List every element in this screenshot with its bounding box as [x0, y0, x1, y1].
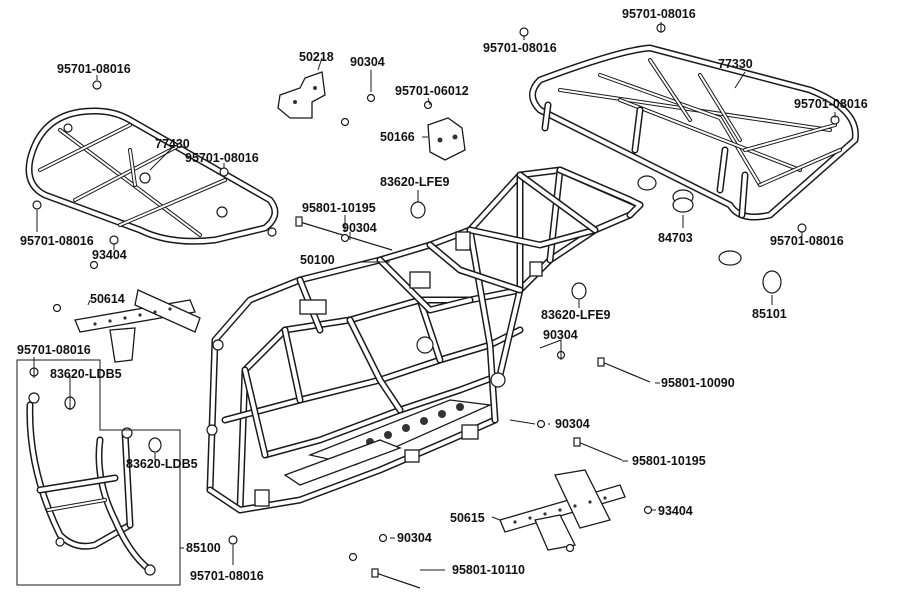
label-85101: 85101: [752, 307, 787, 321]
footrest-bracket-left: [74, 289, 201, 363]
front-bumper: [26, 392, 156, 576]
label-95701-08016-front-bottom: 95701-08016: [190, 569, 264, 583]
front-carrier-rack: [25, 107, 279, 245]
bolt-95801-10195-right: [573, 437, 623, 461]
label-95701-08016-left: 95701-08016: [17, 343, 91, 357]
label-93404-right: 93404: [658, 504, 693, 518]
label-95701-08016-front-mid: 95701-08016: [185, 151, 259, 165]
bolt-95801-10110: [371, 568, 421, 589]
bumper-callout-frame: [16, 359, 181, 586]
label-77430: 77430: [155, 137, 190, 151]
label-95701-08016-front-left: 95701-08016: [20, 234, 94, 248]
label-83620-ldb5-right: 83620-LDB5: [126, 457, 198, 471]
label-85100: 85100: [186, 541, 221, 555]
label-95701-08016-rear-bottom: 95701-08016: [770, 234, 844, 248]
label-90304-top: 90304: [350, 55, 385, 69]
label-95701-08016-top-left: 95701-08016: [57, 62, 131, 76]
label-95701-06012: 95701-06012: [395, 84, 469, 98]
label-90304-bottom: 90304: [397, 531, 432, 545]
main-frame: [206, 166, 644, 514]
bracket-50166: [427, 117, 466, 161]
label-95801-10090: 95801-10090: [661, 376, 735, 390]
label-50166: 50166: [380, 130, 415, 144]
clamp-83620-ldb5-right: [148, 437, 162, 453]
label-77330: 77330: [718, 57, 753, 71]
bracket-50218: [277, 71, 326, 119]
label-50615: 50615: [450, 511, 485, 525]
bushing-85101: [718, 250, 782, 294]
label-95801-10195-right: 95801-10195: [632, 454, 706, 468]
rear-carrier-rack: [529, 44, 859, 221]
fasteners: [29, 23, 807, 562]
label-95701-08016-rear-top2: 95701-08016: [483, 41, 557, 55]
clamp-83620-lfe9-right: [571, 282, 587, 300]
label-50218: 50218: [299, 50, 334, 64]
label-95801-10195-top: 95801-10195: [302, 201, 376, 215]
bushing-84703: [672, 189, 694, 213]
label-95701-08016-rear-top: 95701-08016: [622, 7, 696, 21]
label-84703: 84703: [658, 231, 693, 245]
footrest-bracket-right: [499, 469, 626, 551]
label-95701-08016-rear-right: 95701-08016: [794, 97, 868, 111]
label-93404-left: 93404: [92, 248, 127, 262]
label-83620-lfe9-top: 83620-LFE9: [380, 175, 450, 189]
label-50614: 50614: [90, 292, 125, 306]
label-90304-top2: 90304: [342, 221, 377, 235]
grommet-rack: [637, 175, 657, 191]
label-90304-mid: 90304: [543, 328, 578, 342]
label-50100: 50100: [300, 253, 335, 267]
label-90304-low: 90304: [555, 417, 590, 431]
leader-lines: [33, 22, 836, 571]
label-83620-lfe9-right: 83620-LFE9: [541, 308, 611, 322]
label-95801-10110: 95801-10110: [452, 563, 525, 577]
clamp-83620-lfe9-top: [410, 201, 426, 219]
bolt-95801-10090: [597, 357, 651, 383]
label-83620-ldb5-left: 83620-LDB5: [50, 367, 122, 381]
